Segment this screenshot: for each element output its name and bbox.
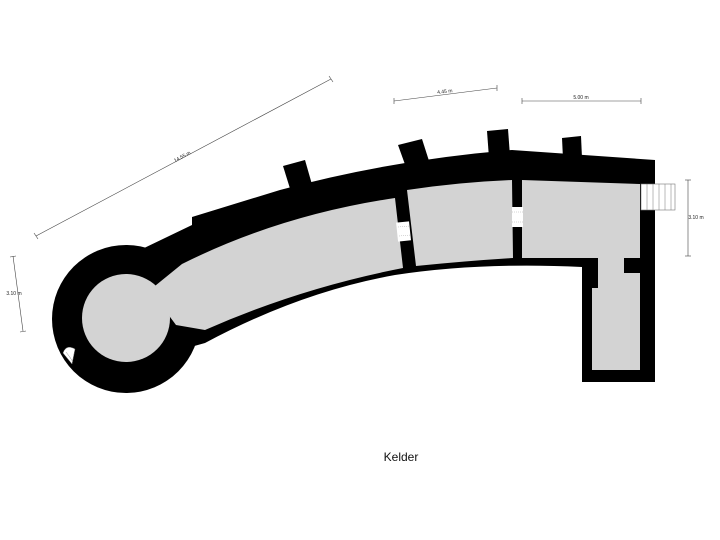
room-middle-floor — [407, 180, 513, 266]
inner-wall-a — [582, 258, 598, 288]
dim-right-width: 5.00 m — [573, 95, 588, 101]
room-lower-right-floor — [592, 273, 640, 370]
dim-right-depth: 3.10 m — [688, 215, 703, 221]
floors — [82, 180, 640, 370]
room-right-floor — [522, 180, 640, 258]
tower-floor — [82, 274, 170, 362]
inner-walls — [582, 258, 640, 288]
stairs-outline — [640, 183, 676, 211]
stairs — [640, 183, 676, 211]
door-right — [512, 207, 523, 227]
buttress-4 — [562, 136, 582, 159]
passage-floor — [598, 258, 624, 274]
dim-middle-width: 4.45 m — [437, 88, 453, 96]
door-left — [396, 221, 412, 242]
dim-total-length: 14.55 m — [173, 150, 192, 164]
doors — [396, 207, 523, 242]
inner-wall-b — [624, 258, 640, 270]
floor-label: Kelder — [384, 450, 419, 464]
dim-tower-depth: 3.10 m — [6, 291, 21, 297]
tower-door — [62, 346, 76, 365]
corridor-floor — [150, 198, 403, 330]
